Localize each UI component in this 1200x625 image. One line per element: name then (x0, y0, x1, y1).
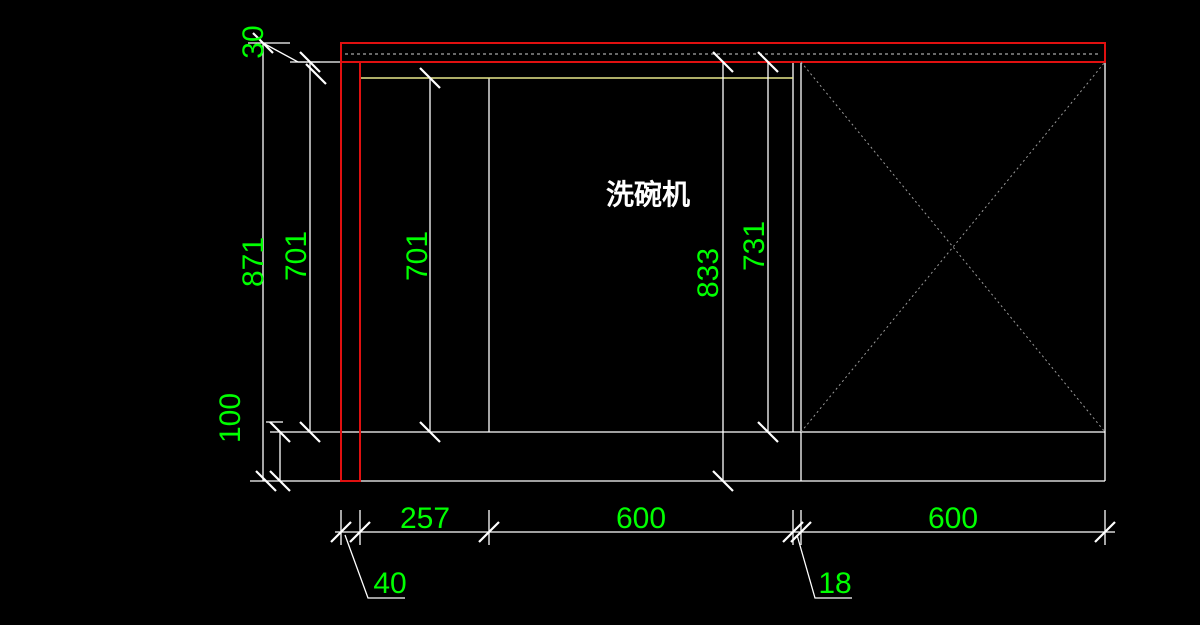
dim-inner-height-right: 731 (738, 221, 771, 271)
dim-panel-height-inner: 701 (401, 231, 434, 281)
horizontal-dimension-lines (335, 510, 1115, 599)
dim-divider-thickness: 18 (818, 567, 851, 600)
dim-top-thickness: 30 (237, 25, 270, 58)
dishwasher-label: 洗碗机 (606, 178, 690, 211)
dim-panel-height-left: 701 (280, 231, 313, 281)
dim-width-left: 257 (400, 502, 450, 535)
vertical-dimension-lines (248, 42, 769, 482)
dim-side-thickness: 40 (373, 567, 406, 600)
dim-width-middle: 600 (616, 502, 666, 535)
dim-width-right: 600 (928, 502, 978, 535)
dim-plinth-height: 100 (214, 393, 247, 443)
dim-total-height: 871 (237, 237, 270, 287)
empty-bay-cross (800, 61, 1106, 433)
dim-cavity-height: 833 (692, 248, 725, 298)
dimension-ticks (252, 32, 1116, 543)
